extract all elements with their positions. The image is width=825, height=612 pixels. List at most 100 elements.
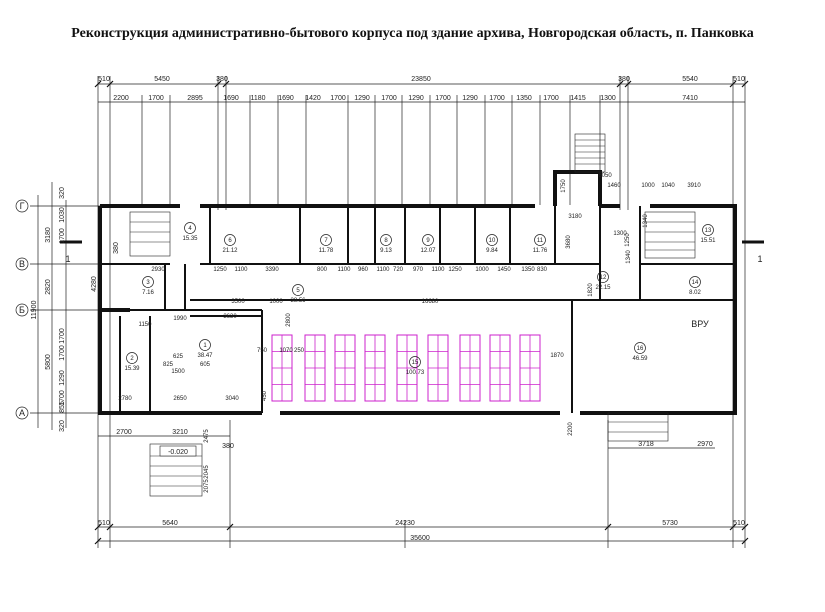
dimension-label: 3180 (568, 214, 582, 220)
dimension-label: 5800 (45, 354, 52, 370)
grid-axis-label: Б (19, 305, 25, 315)
dimension-label: 1700 (489, 95, 505, 102)
room-number: 6 (228, 238, 232, 244)
dimension-label: 1700 (381, 95, 397, 102)
dimension-label: 1700 (435, 95, 451, 102)
dimension-label: 24230 (395, 520, 415, 527)
room-number: 1 (203, 343, 207, 349)
room-marker (534, 234, 546, 246)
dimension-label: 7410 (682, 95, 698, 102)
dimension-label: 1250 (448, 267, 462, 273)
room-area: 22.15 (595, 285, 611, 291)
dimension-label: 1700 (59, 345, 66, 361)
room-area: 100.73 (406, 370, 425, 376)
dimension-label: 6050 (598, 173, 612, 179)
dimension-label: 2780 (118, 396, 132, 402)
dimension-label: 250 (294, 348, 305, 354)
dimension-label: 320 (59, 420, 66, 432)
dimension-label: 970 (413, 267, 424, 273)
dimension-label: 1250 (213, 267, 227, 273)
room-number: 14 (692, 280, 699, 286)
dimension-label: 11900 (31, 300, 38, 319)
dimension-label: 1750 (561, 179, 567, 193)
room-number: 3 (146, 280, 150, 286)
dimension-label: 1460 (607, 183, 621, 189)
room-number: 9 (426, 238, 430, 244)
dimension-label: 1290 (59, 370, 66, 386)
room-area: 11.78 (319, 248, 334, 254)
dimension-label: 3390 (265, 267, 279, 273)
dimension-label: 1000 (475, 267, 489, 273)
dimension-label: 1700 (59, 228, 66, 244)
dimension-label: 5540 (682, 76, 698, 83)
grid-axes (15, 199, 29, 420)
room-area: 38.56 (290, 298, 306, 304)
dimension-label: 23850 (411, 76, 431, 83)
dimension-label: 1300 (613, 231, 627, 237)
dimension-label: 1000 (641, 183, 655, 189)
dimension-label: 1300 (600, 95, 616, 102)
level-mark: -0.020 (168, 449, 188, 456)
dimension-label: 1290 (462, 95, 478, 102)
room-marker (634, 342, 646, 354)
dimension-label: 1450 (497, 267, 511, 273)
dimension-label: 750 (257, 348, 268, 354)
dimension-label: 3180 (45, 227, 52, 243)
dimension-label: 510 (733, 76, 745, 83)
room-marker (486, 234, 498, 246)
room-marker (199, 339, 211, 351)
grid-axis-label: Г (20, 201, 25, 211)
dimension-label: 3210 (172, 429, 188, 436)
archive-shelving (271, 334, 541, 402)
dimension-label: 2930 (151, 267, 165, 273)
dimension-label: 960 (358, 267, 369, 273)
level-box (159, 445, 197, 457)
room-area: 9.13 (380, 248, 392, 254)
room-number: 11 (537, 238, 544, 244)
dimension-label: 1340 (643, 214, 649, 228)
dimension-label: 1100 (432, 267, 446, 273)
dimension-label: 1690 (278, 95, 294, 102)
dimension-label: 1030 (59, 207, 66, 223)
dimension-label: 855 (59, 401, 66, 413)
room-area: 46.59 (632, 356, 648, 362)
dimension-label: 2895 (187, 95, 203, 102)
room-area: 21.12 (222, 248, 238, 254)
dimension-label: 1040 (661, 183, 675, 189)
dimension-label: 1690 (223, 95, 239, 102)
dimension-label: 1340 (626, 250, 632, 264)
room-marker (689, 276, 701, 288)
dimension-label: 5640 (162, 520, 178, 527)
dimension-label: 800 (317, 267, 328, 273)
dimension-label: 3500 (231, 299, 245, 305)
room-area: 8.02 (689, 290, 701, 296)
room-number: 2 (130, 356, 134, 362)
dimension-label: 2475 (204, 429, 210, 443)
dimension-label: 380 (113, 242, 120, 254)
room-area: 38.47 (197, 353, 213, 359)
dimension-label: 16680 (422, 299, 439, 305)
grid-axis-label: А (19, 408, 25, 418)
dimension-label: 1700 (59, 328, 66, 344)
room-area: 7.16 (142, 290, 154, 296)
dimension-label: 1180 (250, 95, 265, 102)
dimension-label: 2800 (286, 313, 292, 327)
dimension-label: 3718 (638, 441, 654, 448)
room-marker (597, 271, 609, 283)
dimension-label: 2970 (697, 441, 713, 448)
dimension-label: 1700 (148, 95, 164, 102)
dimension-label: 2200 (568, 422, 574, 436)
room-number: 10 (489, 238, 496, 244)
dimension-label: 830 (537, 267, 548, 273)
dimension-label: 1990 (173, 316, 187, 322)
room-area: 15.39 (124, 366, 140, 372)
dimension-label: 1415 (570, 95, 586, 102)
dimension-label: 1420 (305, 95, 321, 102)
dimension-label: 1000 (269, 299, 283, 305)
dimension-label: 1700 (543, 95, 559, 102)
room-number: 5 (296, 288, 300, 294)
dimension-label: 605 (200, 362, 211, 368)
room-marker (380, 234, 392, 246)
dimension-label: 1350 (516, 95, 532, 102)
